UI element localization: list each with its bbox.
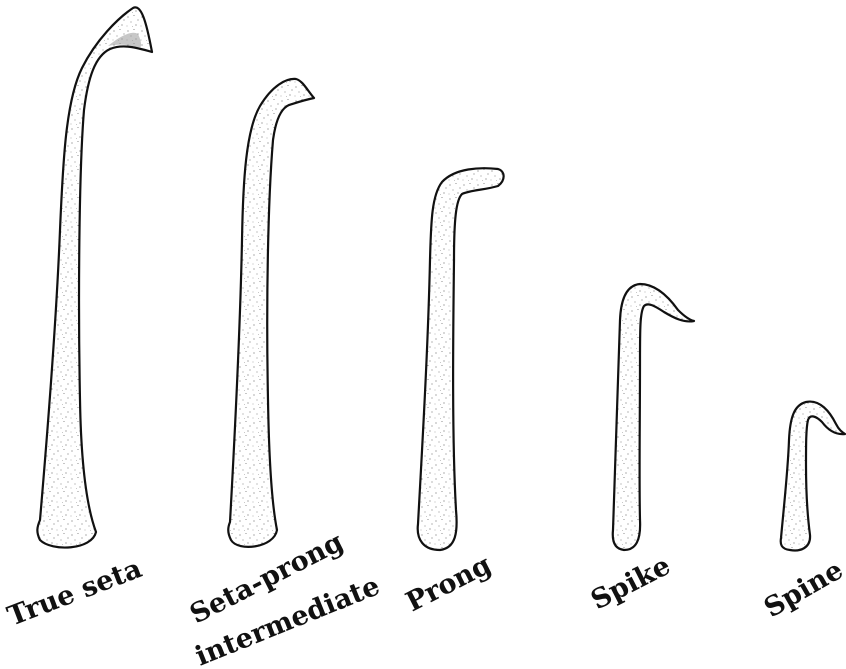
seta-prong-intermediate-structure <box>228 79 314 547</box>
label-true-seta: True seta <box>3 553 146 632</box>
true-seta-structure <box>37 7 152 547</box>
label-spine: Spine <box>759 554 846 624</box>
label-spike: Spike <box>586 550 675 616</box>
spike-structure <box>613 284 694 550</box>
spine-structure <box>781 402 845 551</box>
label-prong: Prong <box>401 549 496 618</box>
prong-structure <box>418 168 504 550</box>
